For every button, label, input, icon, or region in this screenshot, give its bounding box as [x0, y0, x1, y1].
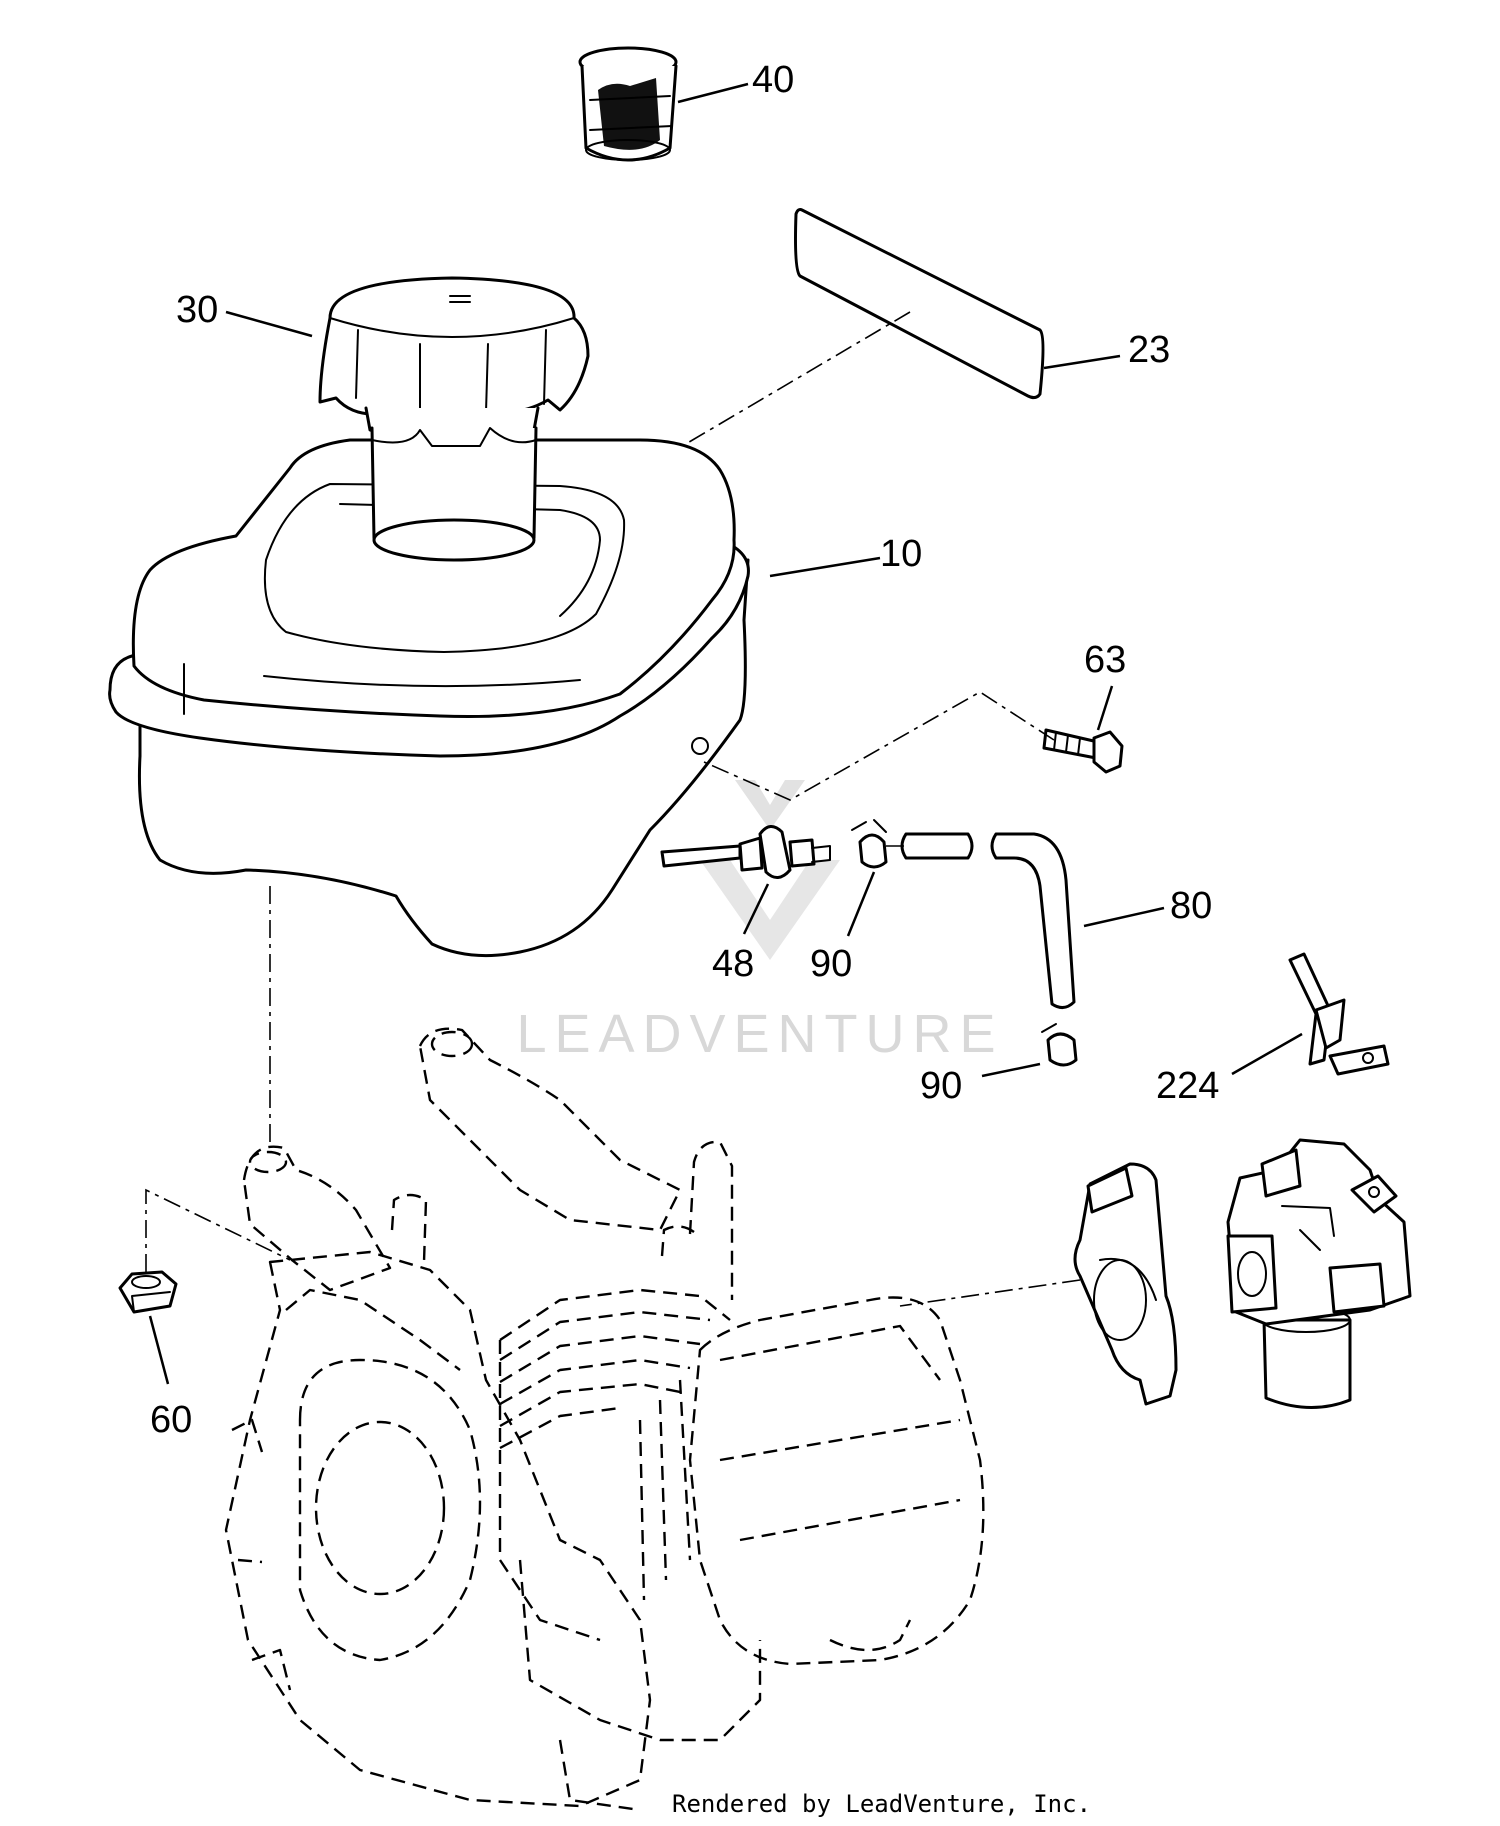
part-labels: 40 30 23 10 63 48 90 80 90 224 60: [150, 59, 1219, 1441]
part-label-30[interactable]: 30: [176, 289, 218, 331]
engine-block: [224, 1027, 985, 1812]
label-plate[interactable]: [794, 208, 1045, 400]
leader-30: [225, 310, 313, 338]
hose-clip-upper[interactable]: [851, 819, 888, 869]
part-label-60[interactable]: 60: [150, 1399, 192, 1441]
leader-40: [677, 82, 749, 104]
leader-60: [148, 1315, 170, 1385]
fuel-cap[interactable]: [318, 276, 590, 446]
part-label-10[interactable]: 10: [880, 533, 922, 575]
fuel-strainer[interactable]: [578, 46, 678, 162]
choke-lever[interactable]: [1288, 952, 1390, 1076]
part-label-23[interactable]: 23: [1128, 329, 1170, 371]
leader-23: [1043, 354, 1121, 370]
part-label-80[interactable]: 80: [1170, 885, 1212, 927]
part-label-48[interactable]: 48: [712, 943, 754, 985]
fuel-tank[interactable]: [108, 426, 750, 958]
assembly-line-carb: [899, 1279, 1081, 1307]
leader-224: [1231, 1032, 1303, 1076]
fuel-hose[interactable]: [990, 832, 1076, 1009]
carburetor[interactable]: [1226, 1138, 1412, 1409]
leader-90b: [981, 1062, 1041, 1078]
part-label-40[interactable]: 40: [752, 59, 794, 101]
leader-10: [769, 556, 881, 578]
watermark-text: LEADVENTURE: [516, 1004, 1003, 1064]
fuel-line-segment[interactable]: [886, 832, 974, 860]
part-label-63[interactable]: 63: [1084, 639, 1126, 681]
leader-63: [1096, 685, 1114, 731]
part-label-90b[interactable]: 90: [920, 1065, 962, 1107]
leader-90a: [846, 871, 876, 937]
carburetor-insulator[interactable]: [1073, 1162, 1178, 1406]
part-label-224[interactable]: 224: [1156, 1065, 1219, 1107]
flange-nut[interactable]: [118, 1270, 178, 1314]
hose-clip-lower[interactable]: [1041, 1023, 1078, 1067]
leader-80: [1083, 906, 1165, 928]
leader-48: [742, 883, 770, 935]
bolt[interactable]: [1042, 728, 1124, 774]
assembly-line-60: [145, 1188, 291, 1272]
assembly-line-23: [661, 311, 911, 459]
leadventure-watermark: LEADVENTURE: [516, 780, 1003, 1064]
footer-credit: Rendered by LeadVenture, Inc.: [672, 1790, 1092, 1818]
fuel-valve[interactable]: [660, 825, 831, 879]
assembly-line-63: [703, 691, 1055, 801]
part-label-90a[interactable]: 90: [810, 943, 852, 985]
